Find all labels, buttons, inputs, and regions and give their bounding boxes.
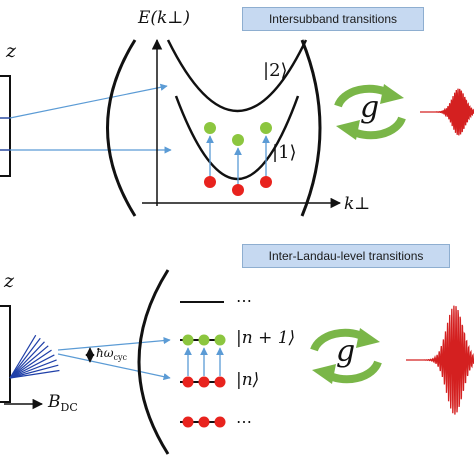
top-excited-dot bbox=[232, 134, 244, 146]
top-title: Intersubband transitions bbox=[268, 12, 398, 26]
b-field-fan-line bbox=[9, 369, 60, 379]
level-bottom-dot bbox=[214, 416, 226, 428]
b-field-fan-line bbox=[9, 364, 59, 379]
bottom-pointer-arrow-upper bbox=[57, 336, 171, 351]
b-field-fan-line bbox=[9, 341, 45, 379]
top-emission-wave bbox=[420, 88, 474, 136]
level-bottom-dots: ⋯ bbox=[236, 412, 252, 431]
bottom-z-label: z bbox=[4, 270, 15, 292]
top-well-profile bbox=[0, 75, 11, 177]
top-excited-dot bbox=[260, 122, 272, 134]
bottom-well-profile bbox=[0, 305, 11, 403]
bottom-emission-wave bbox=[406, 305, 474, 415]
b-field-fan-line bbox=[9, 359, 57, 379]
bottom-coupling-cycle-icon bbox=[310, 328, 382, 384]
level-n-label: |n⟩ bbox=[236, 370, 260, 390]
b-field-fan-line bbox=[9, 337, 41, 379]
level-n-plus-1-dot bbox=[182, 334, 194, 346]
top-right-bracket bbox=[300, 39, 322, 217]
b-field-symbol: B bbox=[48, 392, 61, 412]
cyclotron-symbol: ħω bbox=[96, 346, 114, 360]
level-n-plus-1-label: |n + 1⟩ bbox=[236, 328, 296, 348]
top-ground-dot bbox=[260, 176, 272, 188]
b-field-fan-line bbox=[9, 354, 55, 379]
bottom-left-bracket bbox=[137, 269, 170, 455]
cyclotron-subscript: cyc bbox=[113, 353, 127, 362]
b-field-fan-line bbox=[9, 345, 49, 379]
level-2-label: |2⟩ bbox=[263, 60, 288, 81]
b-field-fan-line bbox=[9, 334, 37, 379]
level-top-dots: ⋯ bbox=[236, 291, 252, 310]
level-bottom-dot bbox=[198, 416, 210, 428]
top-coupling-label: g bbox=[360, 90, 380, 125]
top-pointer-arrow-upper bbox=[9, 83, 168, 119]
level-n-dot bbox=[214, 376, 226, 388]
level-1-label: |1⟩ bbox=[272, 142, 297, 163]
top-coupling-cycle-icon bbox=[334, 84, 406, 140]
level-n-plus-1-dot bbox=[214, 334, 226, 346]
top-ground-dot bbox=[232, 184, 244, 196]
top-z-label: z bbox=[6, 40, 17, 62]
top-excited-dot bbox=[204, 122, 216, 134]
level-n-plus-1-dot bbox=[198, 334, 210, 346]
bottom-title: Inter-Landau-level transitions bbox=[268, 249, 424, 263]
subband-2-curve bbox=[166, 39, 308, 113]
k-axis-label: k⊥ bbox=[344, 194, 371, 214]
top-transition-arrows bbox=[204, 122, 272, 196]
cyclotron-energy-label: ħωcyc bbox=[96, 346, 127, 362]
b-field-fan-line bbox=[9, 349, 52, 379]
b-field-label: BDC bbox=[48, 392, 78, 414]
b-field-fan-lines bbox=[9, 334, 60, 379]
bottom-coupling-label: g bbox=[336, 334, 356, 369]
top-left-bracket bbox=[106, 39, 137, 217]
top-title-box: Intersubband transitions bbox=[242, 7, 424, 31]
level-n-dot bbox=[182, 376, 194, 388]
bottom-pointer-arrow-lower bbox=[57, 353, 171, 381]
bottom-title-box: Inter-Landau-level transitions bbox=[242, 244, 450, 268]
energy-axis-label: E(k⊥) bbox=[138, 8, 190, 28]
top-ground-dot bbox=[204, 176, 216, 188]
bottom-transition-arrows bbox=[182, 334, 226, 428]
level-n-dot bbox=[198, 376, 210, 388]
level-bottom-dot bbox=[182, 416, 194, 428]
b-field-subscript: DC bbox=[60, 401, 78, 414]
